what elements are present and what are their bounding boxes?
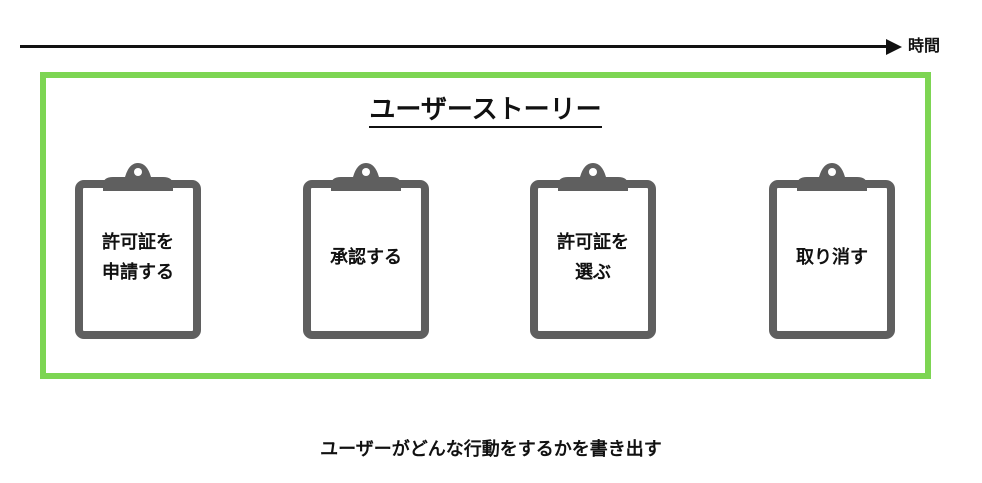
time-axis-label: 時間 bbox=[908, 36, 941, 55]
clipboard-icon bbox=[303, 163, 429, 339]
story-card-select-permit: 許可証を 選ぶ bbox=[530, 157, 656, 339]
time-axis-line bbox=[20, 45, 890, 48]
story-card-cancel: 取り消す bbox=[769, 157, 895, 339]
story-card-text: 取り消す bbox=[796, 247, 868, 268]
clipboard-icon bbox=[769, 163, 895, 339]
story-card-text: 許可証を 申請する bbox=[102, 232, 174, 283]
diagram-caption: ユーザーがどんな行動をするかを書き出す bbox=[320, 439, 662, 460]
user-story-frame: ユーザーストーリー 許可証を 申請する 承認する 許 bbox=[40, 72, 931, 379]
story-card-apply-permit: 許可証を 申請する bbox=[75, 157, 201, 339]
clipboard-icon bbox=[530, 163, 656, 339]
story-card-approve: 承認する bbox=[303, 157, 429, 339]
story-title: ユーザーストーリー bbox=[46, 94, 925, 128]
time-axis: 時間 bbox=[20, 36, 970, 56]
clipboard-icon bbox=[75, 163, 201, 339]
story-card-text: 承認する bbox=[330, 247, 402, 268]
time-axis-arrowhead bbox=[886, 39, 902, 55]
story-card-text: 許可証を 選ぶ bbox=[557, 232, 629, 283]
story-title-text: ユーザーストーリー bbox=[369, 95, 602, 128]
